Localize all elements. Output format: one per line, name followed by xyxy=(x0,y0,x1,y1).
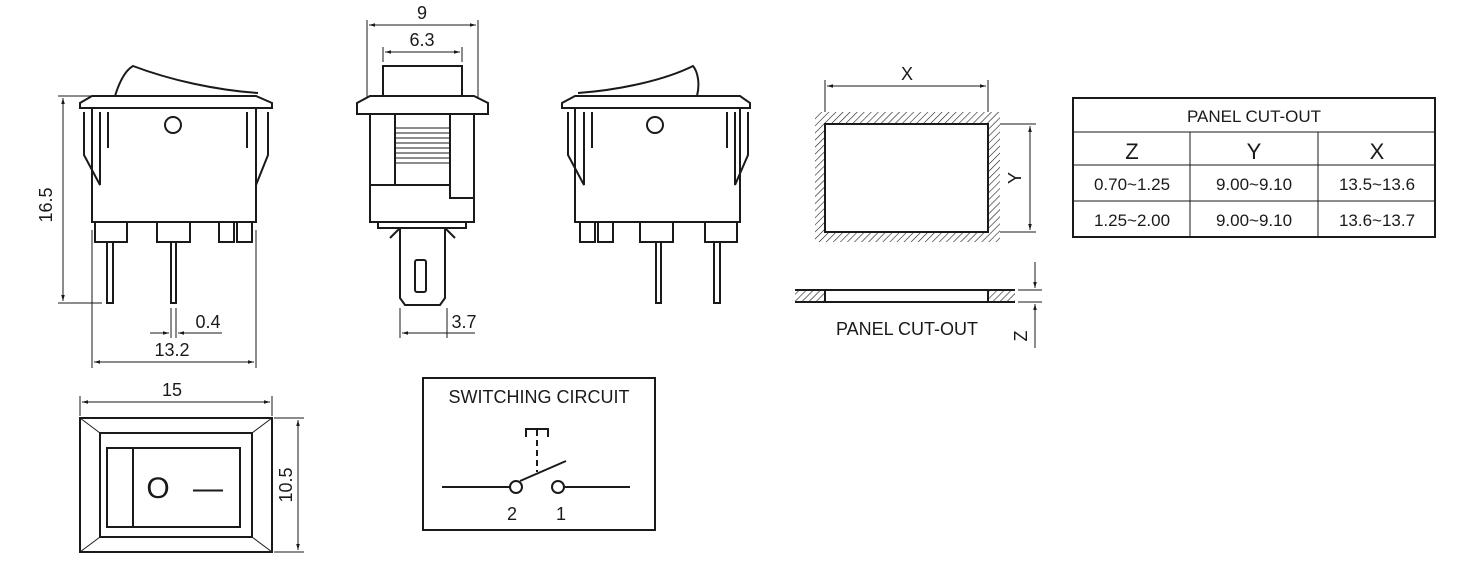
rocker-actuator xyxy=(114,64,259,97)
width-dim: 13.2 xyxy=(154,340,189,360)
cap xyxy=(382,65,463,97)
terminal-2-label: 2 xyxy=(507,504,517,524)
table-title: PANEL CUT-OUT xyxy=(1187,107,1321,126)
height-dim: 16.5 xyxy=(36,187,56,222)
panel-cutout-drawing: X Y Z PANEL CUT-OUT xyxy=(795,64,1042,348)
flange xyxy=(79,95,273,109)
top-view: 15 O — 10.5 xyxy=(79,380,304,553)
table-header: X xyxy=(1370,139,1385,164)
cap-width-dim: 6.3 xyxy=(409,30,434,50)
x-label: X xyxy=(901,64,913,84)
switching-circuit: SWITCHING CIRCUIT 2 1 xyxy=(422,377,656,531)
snap-clips xyxy=(83,112,269,186)
rocker-face xyxy=(106,447,241,528)
table-cell: 9.00~9.10 xyxy=(1216,175,1292,194)
tab-width-dim: 3.7 xyxy=(451,312,476,332)
table-cell: 9.00~9.10 xyxy=(1216,211,1292,230)
panel-section xyxy=(795,289,1015,303)
table-cell: 13.5~13.6 xyxy=(1339,175,1415,194)
terminal-tab xyxy=(399,227,446,306)
table-cell: 1.25~2.00 xyxy=(1094,211,1170,230)
housing xyxy=(91,107,257,223)
indicator-hole xyxy=(164,116,182,134)
panel-caption: PANEL CUT-OUT xyxy=(836,319,978,339)
pin xyxy=(170,241,177,304)
front-view: 16.5 13.2 0.4 xyxy=(36,64,273,368)
cutout-opening xyxy=(824,123,989,233)
pin-dim: 0.4 xyxy=(195,312,220,332)
table-header: Y xyxy=(1247,139,1262,164)
table-header: Z xyxy=(1125,139,1138,164)
pin xyxy=(106,241,114,304)
housing xyxy=(369,113,475,223)
on-symbol: O xyxy=(146,472,169,505)
rear-view xyxy=(561,64,751,304)
side-view: 9 6.3 3.7 xyxy=(356,3,489,338)
table-cell: 13.6~13.7 xyxy=(1339,211,1415,230)
y-label: Y xyxy=(1005,172,1025,184)
top-width-dim: 15 xyxy=(162,380,182,400)
terminal-1-label: 1 xyxy=(556,504,566,524)
circuit-title: SWITCHING CIRCUIT xyxy=(449,387,630,407)
top-height-dim: 10.5 xyxy=(276,467,296,502)
z-label: Z xyxy=(1011,331,1031,342)
off-symbol: — xyxy=(193,472,223,505)
table-cell: 0.70~1.25 xyxy=(1094,175,1170,194)
switch-lever xyxy=(519,460,567,482)
outer-width-dim: 9 xyxy=(417,3,427,23)
panel-cutout-table: PANEL CUT-OUT Z Y X 0.70~1.25 9.00~9.10 … xyxy=(1072,97,1436,238)
